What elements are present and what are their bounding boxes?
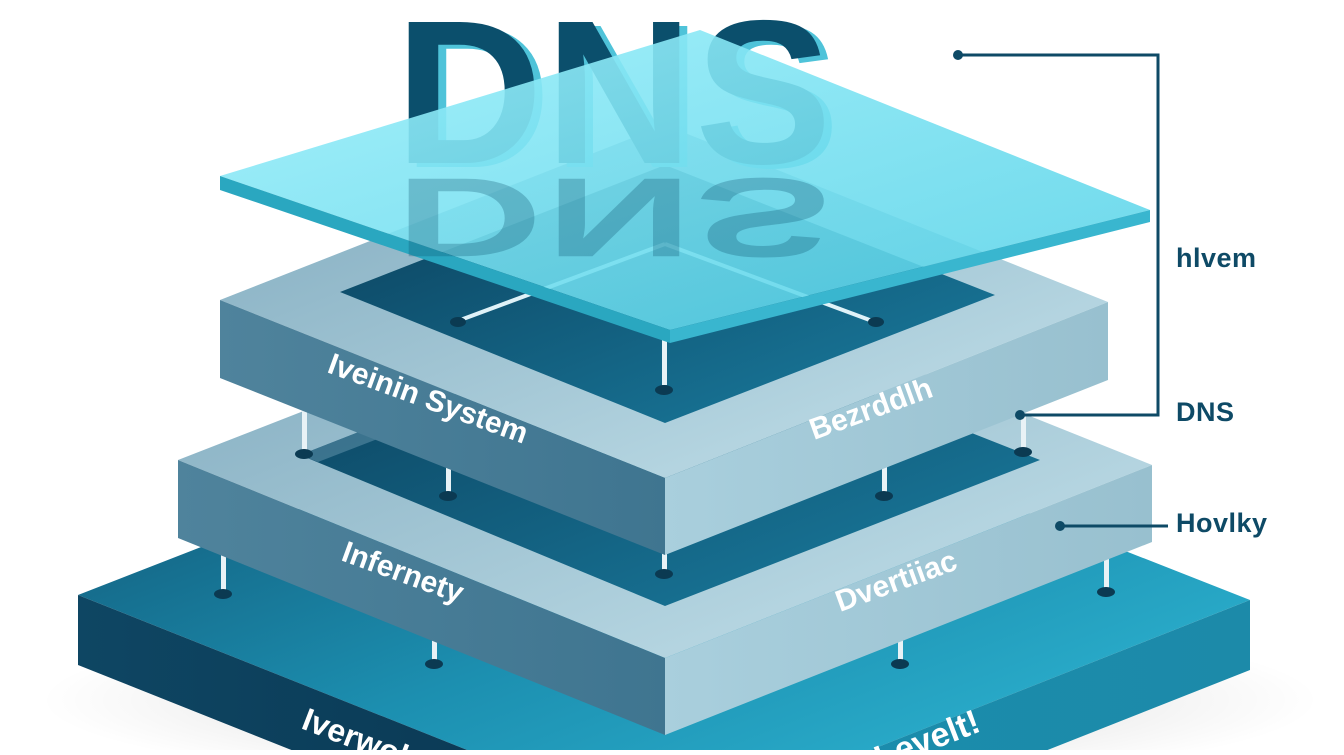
posts-lower	[214, 548, 1115, 669]
callout-label-glass: hlvem	[1176, 243, 1257, 273]
callout-lines	[958, 53, 1168, 528]
callout-dot-layer-2	[1055, 521, 1065, 531]
callout-label-layer-1: DNS	[1176, 397, 1235, 427]
title-reflection: DNS	[395, 154, 834, 280]
callout-dot-glass	[953, 50, 963, 60]
callout-dot-layer-1	[1015, 410, 1025, 420]
callout-label-layer-2: Hovlky	[1176, 508, 1268, 538]
glass-plate: DNS	[220, 30, 1150, 343]
svg-text:DNS: DNS	[395, 154, 834, 280]
posts-upper	[450, 317, 884, 395]
